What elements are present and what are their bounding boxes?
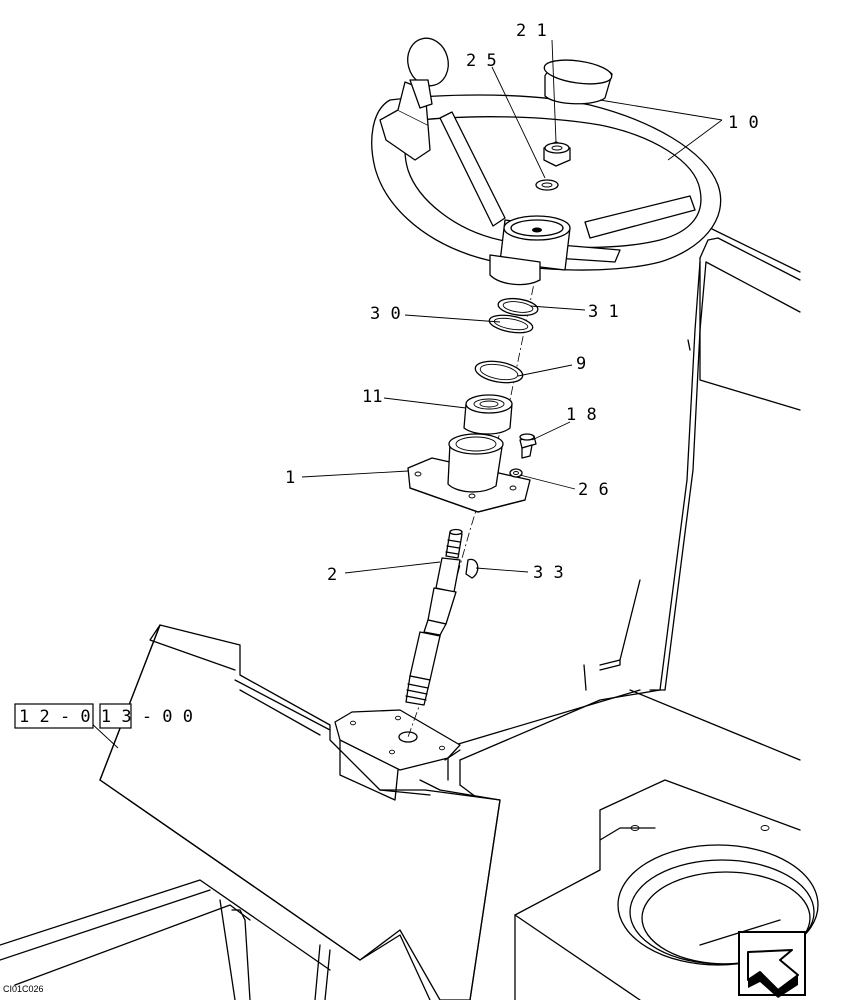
lower-console	[0, 624, 501, 1001]
steering-shaft	[405, 528, 463, 706]
callout-25: 2 5	[466, 51, 497, 71]
horn-cap	[543, 59, 613, 105]
callout-33: 3 3	[533, 563, 564, 583]
reference-box[interactable]: 1 2 - 0 1 3 - 0 0	[14, 703, 193, 729]
column-housing	[407, 433, 531, 513]
callout-10: 1 0	[728, 113, 759, 133]
drawing-code: CI01C026	[3, 984, 44, 994]
seal-ring	[474, 360, 524, 384]
callout-9: 9	[576, 354, 586, 374]
bearing	[463, 394, 513, 435]
washer	[535, 179, 559, 191]
callout-2: 2	[327, 565, 337, 585]
cab-pillar	[444, 227, 801, 801]
woodruff-key	[465, 558, 479, 579]
callout-labels: 2 1 2 5 1 0 3 0 3 1 9 11 1 8 1 2 6 2 3 3	[285, 21, 759, 585]
snap-ring	[497, 297, 539, 317]
reference-box-label: 1 2 - 0 1 3 - 0 0	[19, 707, 193, 727]
retaining-ring	[488, 314, 534, 334]
callout-21: 2 1	[516, 21, 547, 41]
navigation-arrow-icon[interactable]	[738, 931, 806, 998]
bolt	[519, 433, 537, 459]
callout-31: 3 1	[588, 302, 619, 322]
callout-26: 2 6	[578, 480, 609, 500]
callout-30: 3 0	[370, 304, 401, 324]
mounting-bracket	[334, 709, 461, 801]
callout-1: 1	[285, 468, 295, 488]
nut	[543, 141, 571, 167]
lock-washer	[509, 468, 523, 478]
callout-18: 1 8	[566, 405, 597, 425]
callout-11: 11	[362, 387, 382, 407]
leader-lines	[89, 39, 723, 749]
